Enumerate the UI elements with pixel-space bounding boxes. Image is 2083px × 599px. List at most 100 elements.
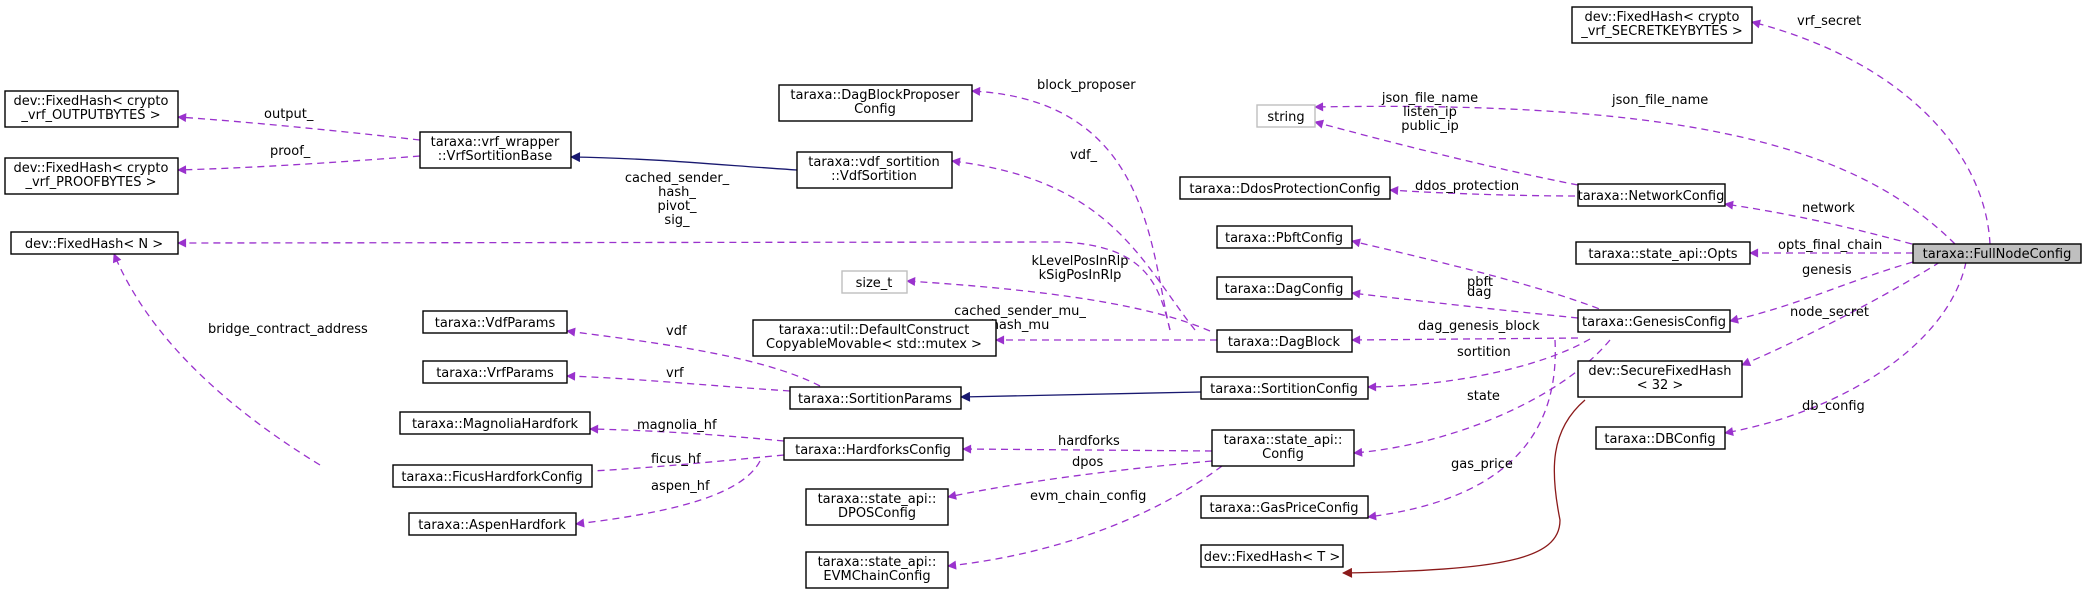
db-config-edge-label: db_config: [1802, 399, 1865, 414]
edge-label-line: vrf: [666, 366, 684, 381]
edge-dag: dag: [1351, 285, 1579, 319]
node-label-line: taraxa::util::DefaultConstruct: [779, 323, 970, 338]
node-label-line: dev::FixedHash< crypto: [14, 94, 169, 109]
dpos-config-label: taraxa::state_api::DPOSConfig: [818, 492, 937, 521]
node-label-line: taraxa::DagBlockProposer: [790, 88, 960, 103]
edge-label-line: network: [1802, 201, 1855, 216]
vrf-params-node[interactable]: taraxa::VrfParams: [422, 360, 568, 384]
dpos-edge-label: dpos: [1072, 455, 1103, 470]
network-edge-label: network: [1802, 201, 1855, 216]
node-label-line: taraxa::state_api::: [1224, 433, 1343, 448]
node-label-line: taraxa::DagConfig: [1225, 282, 1344, 297]
hardforks-config-label: taraxa::HardforksConfig: [795, 443, 951, 458]
hardforks-config-node[interactable]: taraxa::HardforksConfig: [783, 437, 964, 461]
edge-label-line: hash_: [658, 185, 696, 200]
db-config-node[interactable]: taraxa::DBConfig: [1595, 426, 1726, 450]
vrf-output-hash-label: dev::FixedHash< crypto_vrf_OUTPUTBYTES >: [14, 94, 169, 123]
full-node-config-node[interactable]: taraxa::FullNodeConfig: [1912, 243, 2082, 264]
state-api-opts-node[interactable]: taraxa::state_api::Opts: [1575, 241, 1751, 265]
dpos-config-node[interactable]: taraxa::state_api::DPOSConfig: [805, 488, 949, 526]
edge-label-line: node_secret: [1790, 305, 1869, 320]
vdf--edge-label: vdf_: [1070, 148, 1098, 163]
edge-db-config: db_config: [1724, 261, 1967, 436]
fixed-hash-t-node[interactable]: dev::FixedHash< T >: [1200, 544, 1344, 568]
edge-label-line: sortition: [1457, 345, 1511, 360]
edge-inherit-sortition-params: [960, 391, 1202, 402]
aspen-hardfork-node[interactable]: taraxa::AspenHardfork: [408, 512, 577, 536]
edge-label-line: pbft: [1467, 275, 1493, 290]
gas-price-config-node[interactable]: taraxa::GasPriceConfig: [1200, 495, 1369, 519]
edge-label-line: dpos: [1072, 455, 1103, 470]
vrf-proof-hash-label: dev::FixedHash< crypto_vrf_PROOFBYTES >: [14, 161, 169, 190]
aspen-hf-edge-label: aspen_hf: [651, 479, 710, 494]
edge-ficus-hf: ficus_hf: [566, 452, 785, 477]
node-label-line: _vrf_SECRETKEYBYTES >: [1580, 24, 1743, 39]
genesis-config-node[interactable]: taraxa::GenesisConfig: [1577, 309, 1731, 333]
node-label-line: DPOSConfig: [838, 506, 916, 521]
state-config-label: taraxa::state_api::Config: [1224, 433, 1343, 462]
edge-label-line: vrf_secret: [1797, 14, 1861, 29]
size-t-node[interactable]: size_t: [841, 270, 908, 294]
node-label-line: taraxa::SortitionConfig: [1210, 382, 1358, 397]
vdf-sortition-label: taraxa::vdf_sortition::VdfSortition: [808, 155, 940, 184]
node-label-line: ::VdfSortition: [831, 169, 917, 184]
state-api-config-node[interactable]: taraxa::state_api::Config: [1211, 429, 1355, 467]
sortition-params-node[interactable]: taraxa::SortitionParams: [789, 386, 962, 410]
node-label-line: taraxa::SortitionParams: [798, 392, 952, 407]
output--edge-label: output_: [264, 107, 314, 122]
edge-label-line: genesis: [1802, 263, 1852, 278]
fixed-hash-n-label: dev::FixedHash< N >: [25, 237, 163, 252]
edge-label-line: proof_: [270, 144, 311, 159]
edge-label-line: ddos_protection: [1415, 179, 1519, 194]
edge-label-line: bridge_contract_address: [208, 322, 368, 337]
string-node[interactable]: string: [1256, 104, 1316, 128]
dag-config-label: taraxa::DagConfig: [1225, 282, 1344, 297]
network-config-label: taraxa::NetworkConfig: [1578, 189, 1725, 204]
node-label-line: taraxa::DBConfig: [1604, 432, 1715, 447]
vdf-params-node[interactable]: taraxa::VdfParams: [422, 310, 568, 334]
edge-label-line: json_file_name: [1611, 93, 1708, 108]
sortition-edge-label: sortition: [1457, 345, 1511, 360]
fixed-hash-t-label: dev::FixedHash< T >: [1204, 550, 1340, 565]
edge-sortition: sortition: [1367, 338, 1591, 392]
edge-label-line: gas_price: [1451, 457, 1513, 472]
node-label-line: _vrf_PROOFBYTES >: [24, 175, 156, 190]
proof--edge-label: proof_: [270, 144, 311, 159]
vrf-secret-hash-node[interactable]: dev::FixedHash< crypto_vrf_SECRETKEYBYTE…: [1571, 6, 1753, 44]
dag-block-node[interactable]: taraxa::DagBlock: [1216, 329, 1353, 353]
secure-fixed-hash-node[interactable]: dev::SecureFixedHash< 32 >: [1577, 360, 1743, 398]
state-edge-label: state: [1467, 389, 1500, 404]
dag-config-node[interactable]: taraxa::DagConfig: [1216, 276, 1353, 300]
edge-label-line: listen_ip: [1403, 105, 1457, 120]
node-label-line: dev::FixedHash< crypto: [1585, 10, 1740, 25]
vrf-proof-hash-node[interactable]: dev::FixedHash< crypto_vrf_PROOFBYTES >: [4, 157, 179, 195]
bridge-contract-address-edge-label: bridge_contract_address: [208, 322, 368, 337]
edge-vdf-params: vdf: [566, 324, 821, 387]
vrf-output-hash-node[interactable]: dev::FixedHash< crypto_vrf_OUTPUTBYTES >: [4, 90, 179, 128]
pbft-config-label: taraxa::PbftConfig: [1225, 231, 1343, 246]
node-label-line: taraxa::state_api::: [818, 492, 937, 507]
edge-hardforks: hardforks: [962, 434, 1213, 454]
vdf-sortition-node[interactable]: taraxa::vdf_sortition::VdfSortition: [796, 151, 953, 189]
node-label-line: taraxa::MagnoliaHardfork: [412, 417, 579, 432]
pbft-config-node[interactable]: taraxa::PbftConfig: [1216, 225, 1353, 249]
node-label-line: CopyableMovable< std::mutex >: [766, 337, 982, 352]
node-label-line: taraxa::DagBlock: [1228, 335, 1341, 350]
evm-chain-config-node[interactable]: taraxa::state_api::EVMChainConfig: [805, 551, 949, 589]
node-label-line: dev::FixedHash< N >: [25, 237, 163, 252]
edge-label-line: vdf: [666, 324, 687, 339]
vrf-sortition-base-node[interactable]: taraxa::vrf_wrapper::VrfSortitionBase: [419, 131, 572, 169]
sortition-config-node[interactable]: taraxa::SortitionConfig: [1200, 376, 1369, 400]
edge-json-file-name: json_file_name: [1314, 93, 1956, 245]
magnolia-hardfork-node[interactable]: taraxa::MagnoliaHardfork: [399, 411, 591, 435]
ficus-hardfork-config-node[interactable]: taraxa::FicusHardforkConfig: [392, 464, 593, 488]
network-config-node[interactable]: taraxa::NetworkConfig: [1577, 183, 1726, 207]
fixed-hash-n-node[interactable]: dev::FixedHash< N >: [10, 231, 179, 255]
genesis-edge-label: genesis: [1802, 263, 1852, 278]
edge-vrf-secret: vrf_secret: [1751, 14, 1991, 245]
magnolia-hf-edge-label: magnolia_hf: [637, 418, 717, 433]
ddos-protection-config-node[interactable]: taraxa::DdosProtectionConfig: [1179, 176, 1391, 200]
